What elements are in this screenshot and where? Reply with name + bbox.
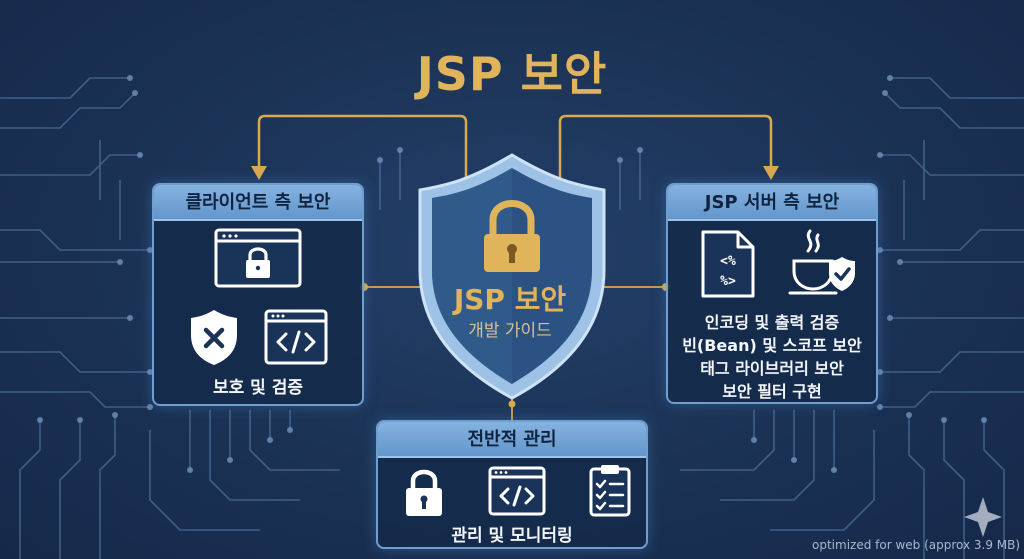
code-window-icon bbox=[488, 466, 546, 516]
list-item: 인코딩 및 출력 검증 bbox=[704, 313, 840, 332]
clipboard-checklist-icon bbox=[589, 465, 631, 517]
central-padlock-icon bbox=[484, 200, 540, 272]
management-panel-header: 전반적 관리 bbox=[378, 422, 646, 458]
shield-x-icon bbox=[191, 310, 237, 365]
browser-lock-icon bbox=[214, 228, 302, 288]
page-title: JSP 보안 bbox=[416, 47, 608, 101]
shield-subtitle: 개발 가이드 bbox=[468, 321, 552, 341]
client-security-panel: 클라이언트 측 보안 보호 및 검증 bbox=[152, 183, 364, 406]
list-item: 빈(Bean) 및 스코프 보안 bbox=[682, 336, 862, 355]
management-panel: 전반적 관리 관리 및 모니터링 bbox=[376, 420, 648, 549]
flow-arrows bbox=[257, 114, 773, 178]
server-security-panel: JSP 서버 측 보안 <% %> 인코딩 및 출력 검증 빈(Bean) 및 … bbox=[666, 183, 878, 404]
central-shield-icon bbox=[418, 153, 606, 400]
svg-text:%>: %> bbox=[720, 274, 736, 289]
client-panel-caption: 보호 및 검증 bbox=[212, 378, 304, 398]
java-shield-icon bbox=[788, 229, 855, 295]
client-panel-header: 클라이언트 측 보안 bbox=[154, 185, 362, 221]
sparkle-icon bbox=[964, 497, 1002, 537]
code-window-icon bbox=[264, 309, 328, 365]
server-item-list: 인코딩 및 출력 검증 빈(Bean) 및 스코프 보안 태그 라이브러리 보안… bbox=[668, 311, 876, 402]
padlock-icon bbox=[406, 469, 442, 516]
shield-title: JSP 보안 bbox=[453, 283, 567, 316]
server-panel-header: JSP 서버 측 보안 bbox=[668, 185, 876, 221]
jsp-file-icon: <% %> bbox=[701, 230, 755, 298]
svg-text:<%: <% bbox=[720, 254, 736, 269]
list-item: 보안 필터 구현 bbox=[722, 382, 822, 401]
list-item: 태그 라이브러리 보안 bbox=[700, 359, 844, 378]
management-panel-caption: 관리 및 모니터링 bbox=[451, 526, 573, 546]
footnote: optimized for web (approx 3.9 MB) bbox=[812, 538, 1021, 552]
